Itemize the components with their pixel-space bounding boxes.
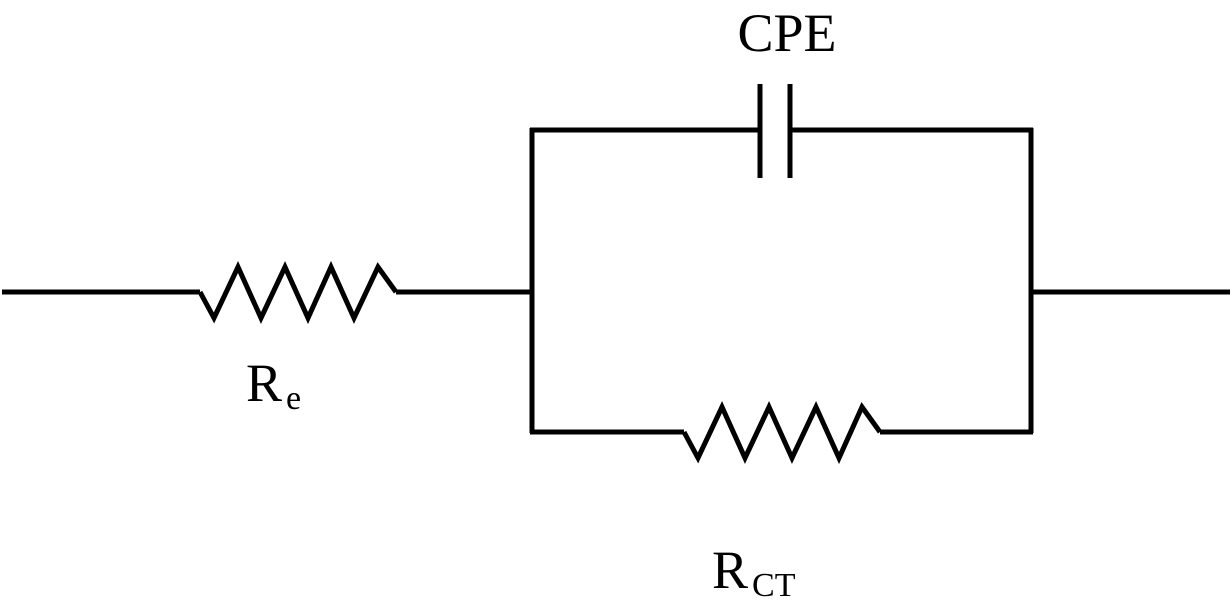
rct-label-subscript: CT [752,567,796,604]
resistor-re-zigzag [197,260,399,325]
re-label-subscript: e [286,380,301,417]
re-label: R e [246,353,301,417]
rct-label: R CT [712,540,796,604]
resistor-rct-zigzag [681,401,883,465]
cpe-label: CPE [737,3,836,63]
re-label-main: R [246,353,282,413]
rct-label-main: R [712,540,748,600]
